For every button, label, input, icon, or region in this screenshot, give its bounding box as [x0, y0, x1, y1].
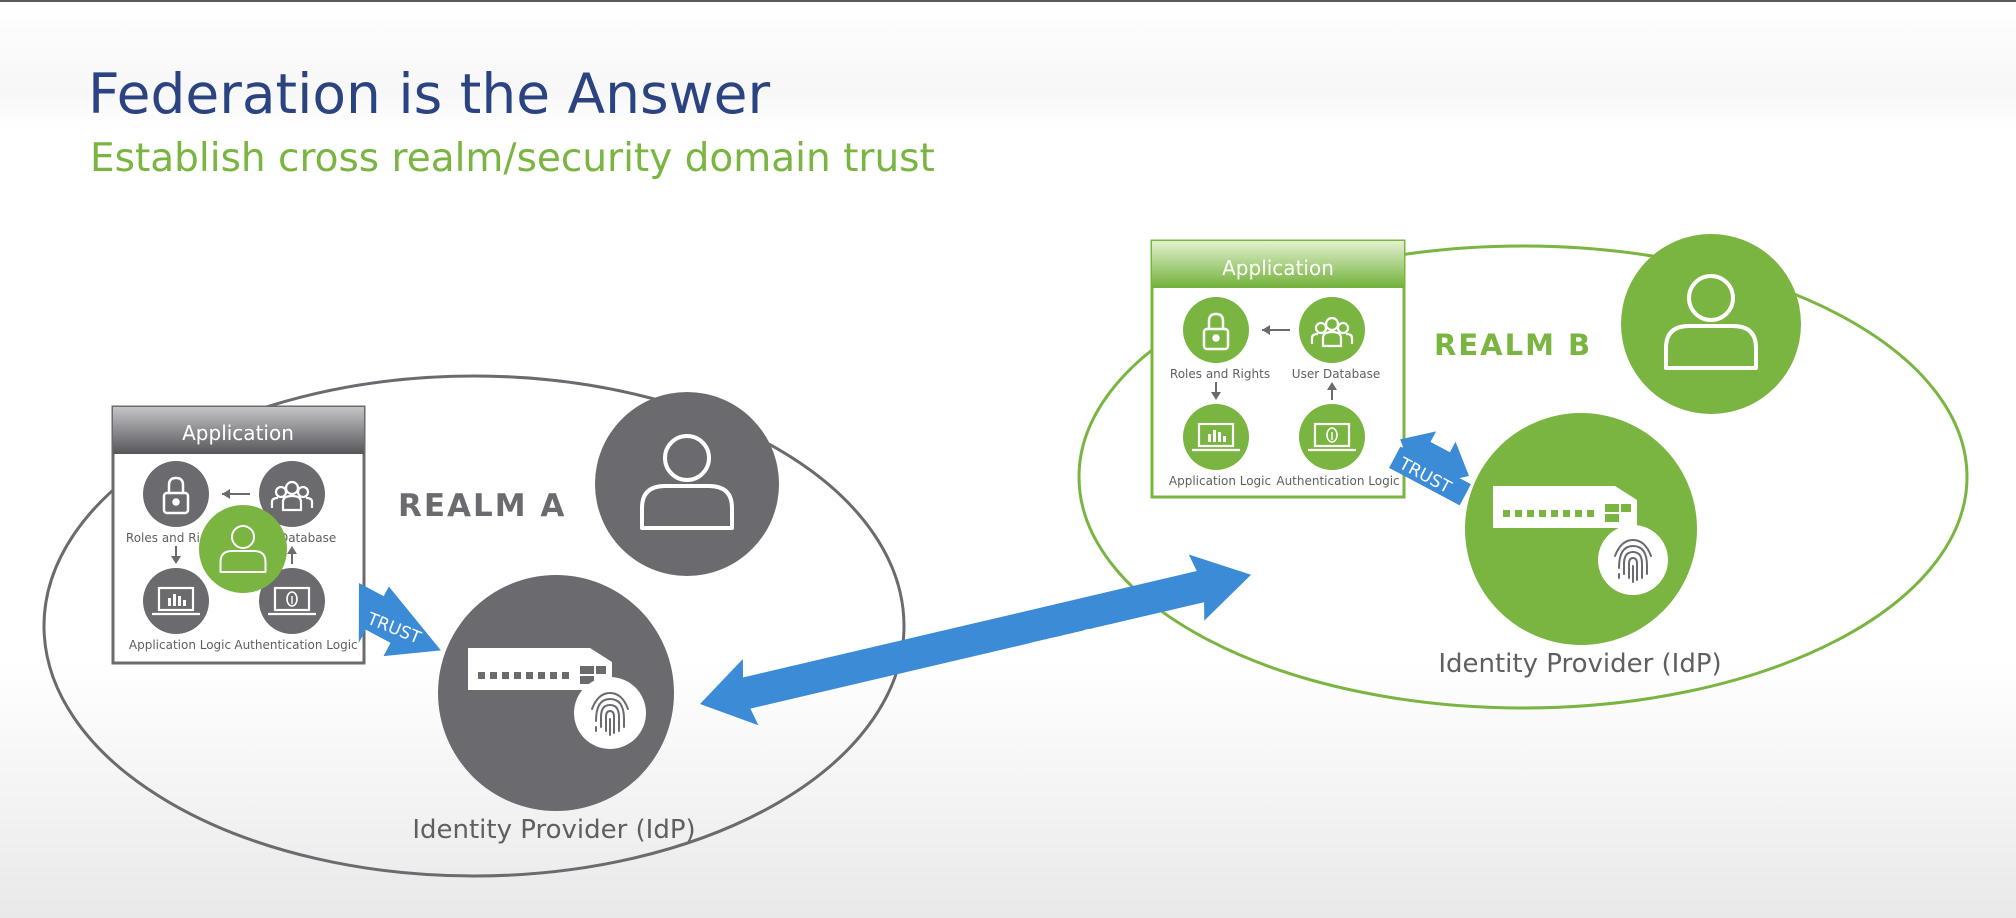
realm-b-user-visiting-realm-a	[199, 505, 287, 593]
realm-b-idp-label: Identity Provider (IdP)	[1438, 649, 1721, 679]
realm-b-app-header	[1152, 241, 1404, 288]
realm-a-idp-label: Identity Provider (IdP)	[412, 815, 695, 845]
realm-a-user-avatar	[595, 392, 779, 576]
slide-title: Federation is the Answer	[88, 62, 771, 126]
realm-a-label: REALM A	[398, 488, 566, 524]
realm-b-authlogic-label: Authentication Logic	[1276, 474, 1399, 488]
realm-b-label: REALM B	[1434, 328, 1592, 362]
laptop-fingerprint-icon	[266, 586, 318, 616]
realm-a-boundary	[42, 374, 906, 878]
realm-a-authlogic-label: Authentication Logic	[234, 638, 357, 652]
server-icon	[1493, 486, 1637, 528]
realm-b-userdb-label: User Database	[1292, 367, 1380, 381]
realm-a-app-header	[113, 407, 364, 454]
realm-b-boundary	[1077, 244, 1969, 710]
realm-a-idp	[438, 575, 674, 811]
realm-b-app-header-label: Application	[1222, 256, 1334, 280]
top-border-line	[0, 0, 2016, 2]
realm-b-roles-label: Roles and Rights	[1170, 367, 1270, 381]
realm-b-idp	[1465, 413, 1697, 645]
realm-a-application-box: Application Roles and Rights User Databa…	[111, 405, 366, 665]
realm-a-applogic-label: Application Logic	[129, 638, 231, 652]
realm-a-app-header-label: Application	[182, 421, 294, 445]
laptop-fingerprint-icon	[1306, 422, 1358, 452]
slide-subtitle: Establish cross realm/security domain tr…	[90, 136, 935, 181]
realm-b-user-avatar	[1621, 234, 1801, 414]
realm-b-application-box: Application Roles and Rights User Databa…	[1150, 239, 1406, 499]
realm-b-applogic-label: Application Logic	[1169, 474, 1271, 488]
federation-trust-arrow: TRUST	[700, 554, 1252, 726]
